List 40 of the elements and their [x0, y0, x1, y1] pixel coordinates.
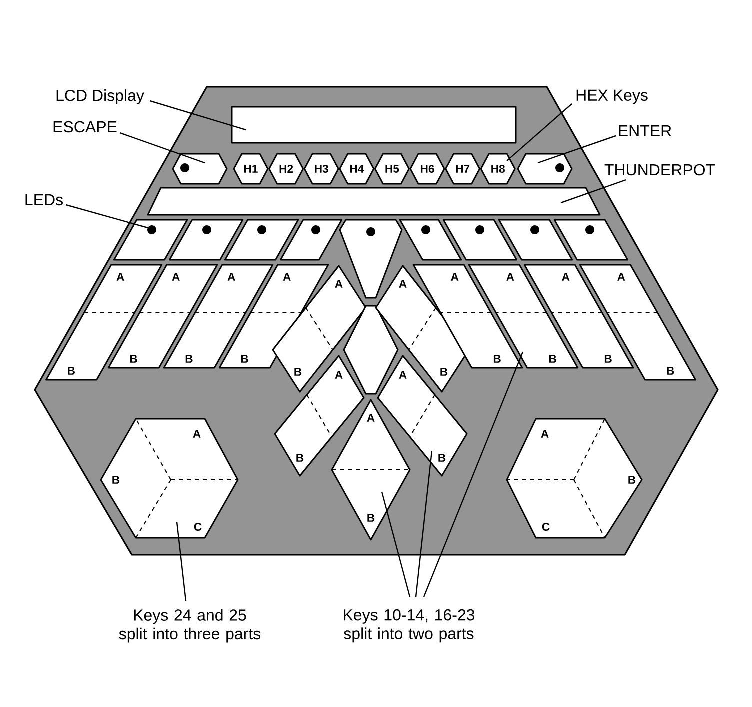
leader-line [120, 132, 206, 164]
hex-key: H2 [268, 153, 304, 185]
callout-label: ESCAPE [54, 121, 117, 133]
led-key [498, 219, 574, 261]
display-screen [231, 106, 517, 144]
led-key [168, 219, 244, 261]
callout-label: HEX Keys [576, 90, 648, 104]
caption-text: Keys 10-14, 16-23 split into two parts [344, 609, 475, 643]
leader-line [381, 492, 411, 598]
leader-line [423, 352, 524, 598]
key: A B [331, 399, 411, 541]
caption-text: Keys 24 and 25 split into three parts [119, 609, 261, 643]
hex-key: H3 [304, 153, 340, 185]
callout-label: LEDs [26, 194, 63, 206]
led-key [113, 219, 188, 261]
key: A B C [100, 418, 239, 539]
callout-label: LCD Display [56, 90, 144, 104]
led-key [224, 219, 300, 261]
led-key [442, 219, 518, 261]
hex-key: H4 [339, 153, 375, 185]
leader-line [538, 135, 616, 164]
leader-line [66, 204, 148, 229]
hex-key: H1 [233, 153, 269, 185]
led-key [554, 219, 629, 261]
hex-key: H7 [445, 153, 481, 185]
led-dot [148, 226, 156, 234]
key: A B C [506, 418, 643, 539]
led-key [280, 219, 343, 261]
strip-bar [147, 187, 601, 216]
key [343, 305, 399, 395]
leader-line [560, 179, 626, 204]
hex-key: H6 [410, 153, 446, 185]
leader-line [150, 100, 246, 131]
callout-label: ENTER [619, 126, 672, 136]
hex-key: H8 [480, 153, 516, 185]
hex-key: H5 [374, 153, 410, 185]
callout-label: THUNDERPOT [604, 164, 716, 176]
leader-line [176, 522, 187, 602]
led-key [399, 219, 462, 261]
leader-line [415, 450, 433, 598]
